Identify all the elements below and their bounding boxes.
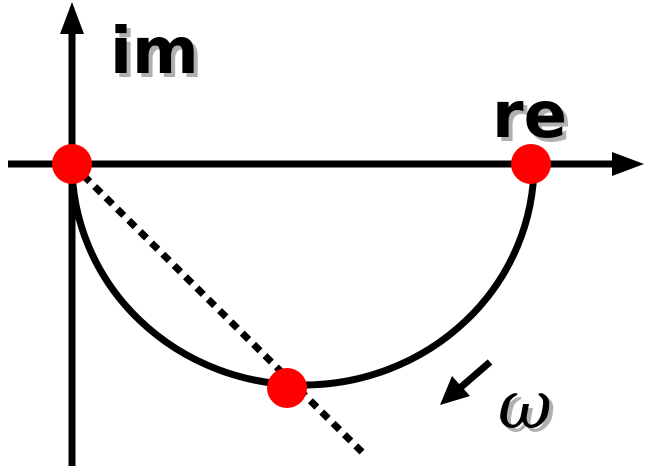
frequency-direction-line <box>457 359 493 391</box>
omega-label: ω <box>498 367 552 444</box>
real-axis-point <box>511 144 551 184</box>
origin-point <box>52 144 92 184</box>
omega-label-shadow: ω <box>502 371 556 448</box>
imaginary-axis-arrowhead <box>60 2 84 34</box>
semicircle-locus <box>68 163 538 389</box>
imaginary-axis-label: im <box>110 15 199 89</box>
imaginary-axis-label-shadow: im <box>114 19 203 93</box>
real-axis-arrowhead <box>612 152 644 176</box>
real-axis-label-shadow: re <box>496 83 571 157</box>
real-axis-label: re <box>492 79 567 153</box>
frequency-direction-arrowhead <box>440 376 470 405</box>
semicircle-bottom-point <box>267 368 307 408</box>
dotted-diagonal-line <box>69 161 365 455</box>
